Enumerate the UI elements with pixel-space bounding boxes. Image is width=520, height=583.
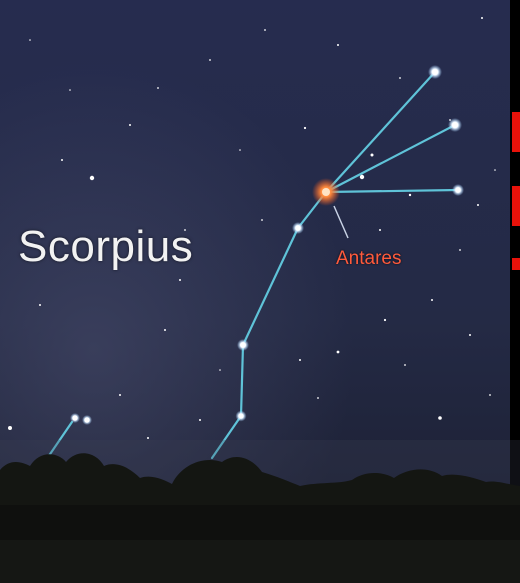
constellation-name-label: Scorpius: [18, 222, 194, 271]
ground-fade: [0, 540, 520, 583]
edge-marker-middle: [512, 186, 520, 226]
star-head-inner: [359, 174, 365, 180]
edge-marker-top: [512, 112, 520, 152]
antares-label: Antares: [336, 248, 402, 269]
background-stars: [8, 17, 496, 439]
right-border: [510, 0, 520, 583]
edge-marker-bottom: [512, 258, 520, 270]
constellation-stars: [41, 65, 464, 466]
antares-pointer: [333, 205, 349, 239]
